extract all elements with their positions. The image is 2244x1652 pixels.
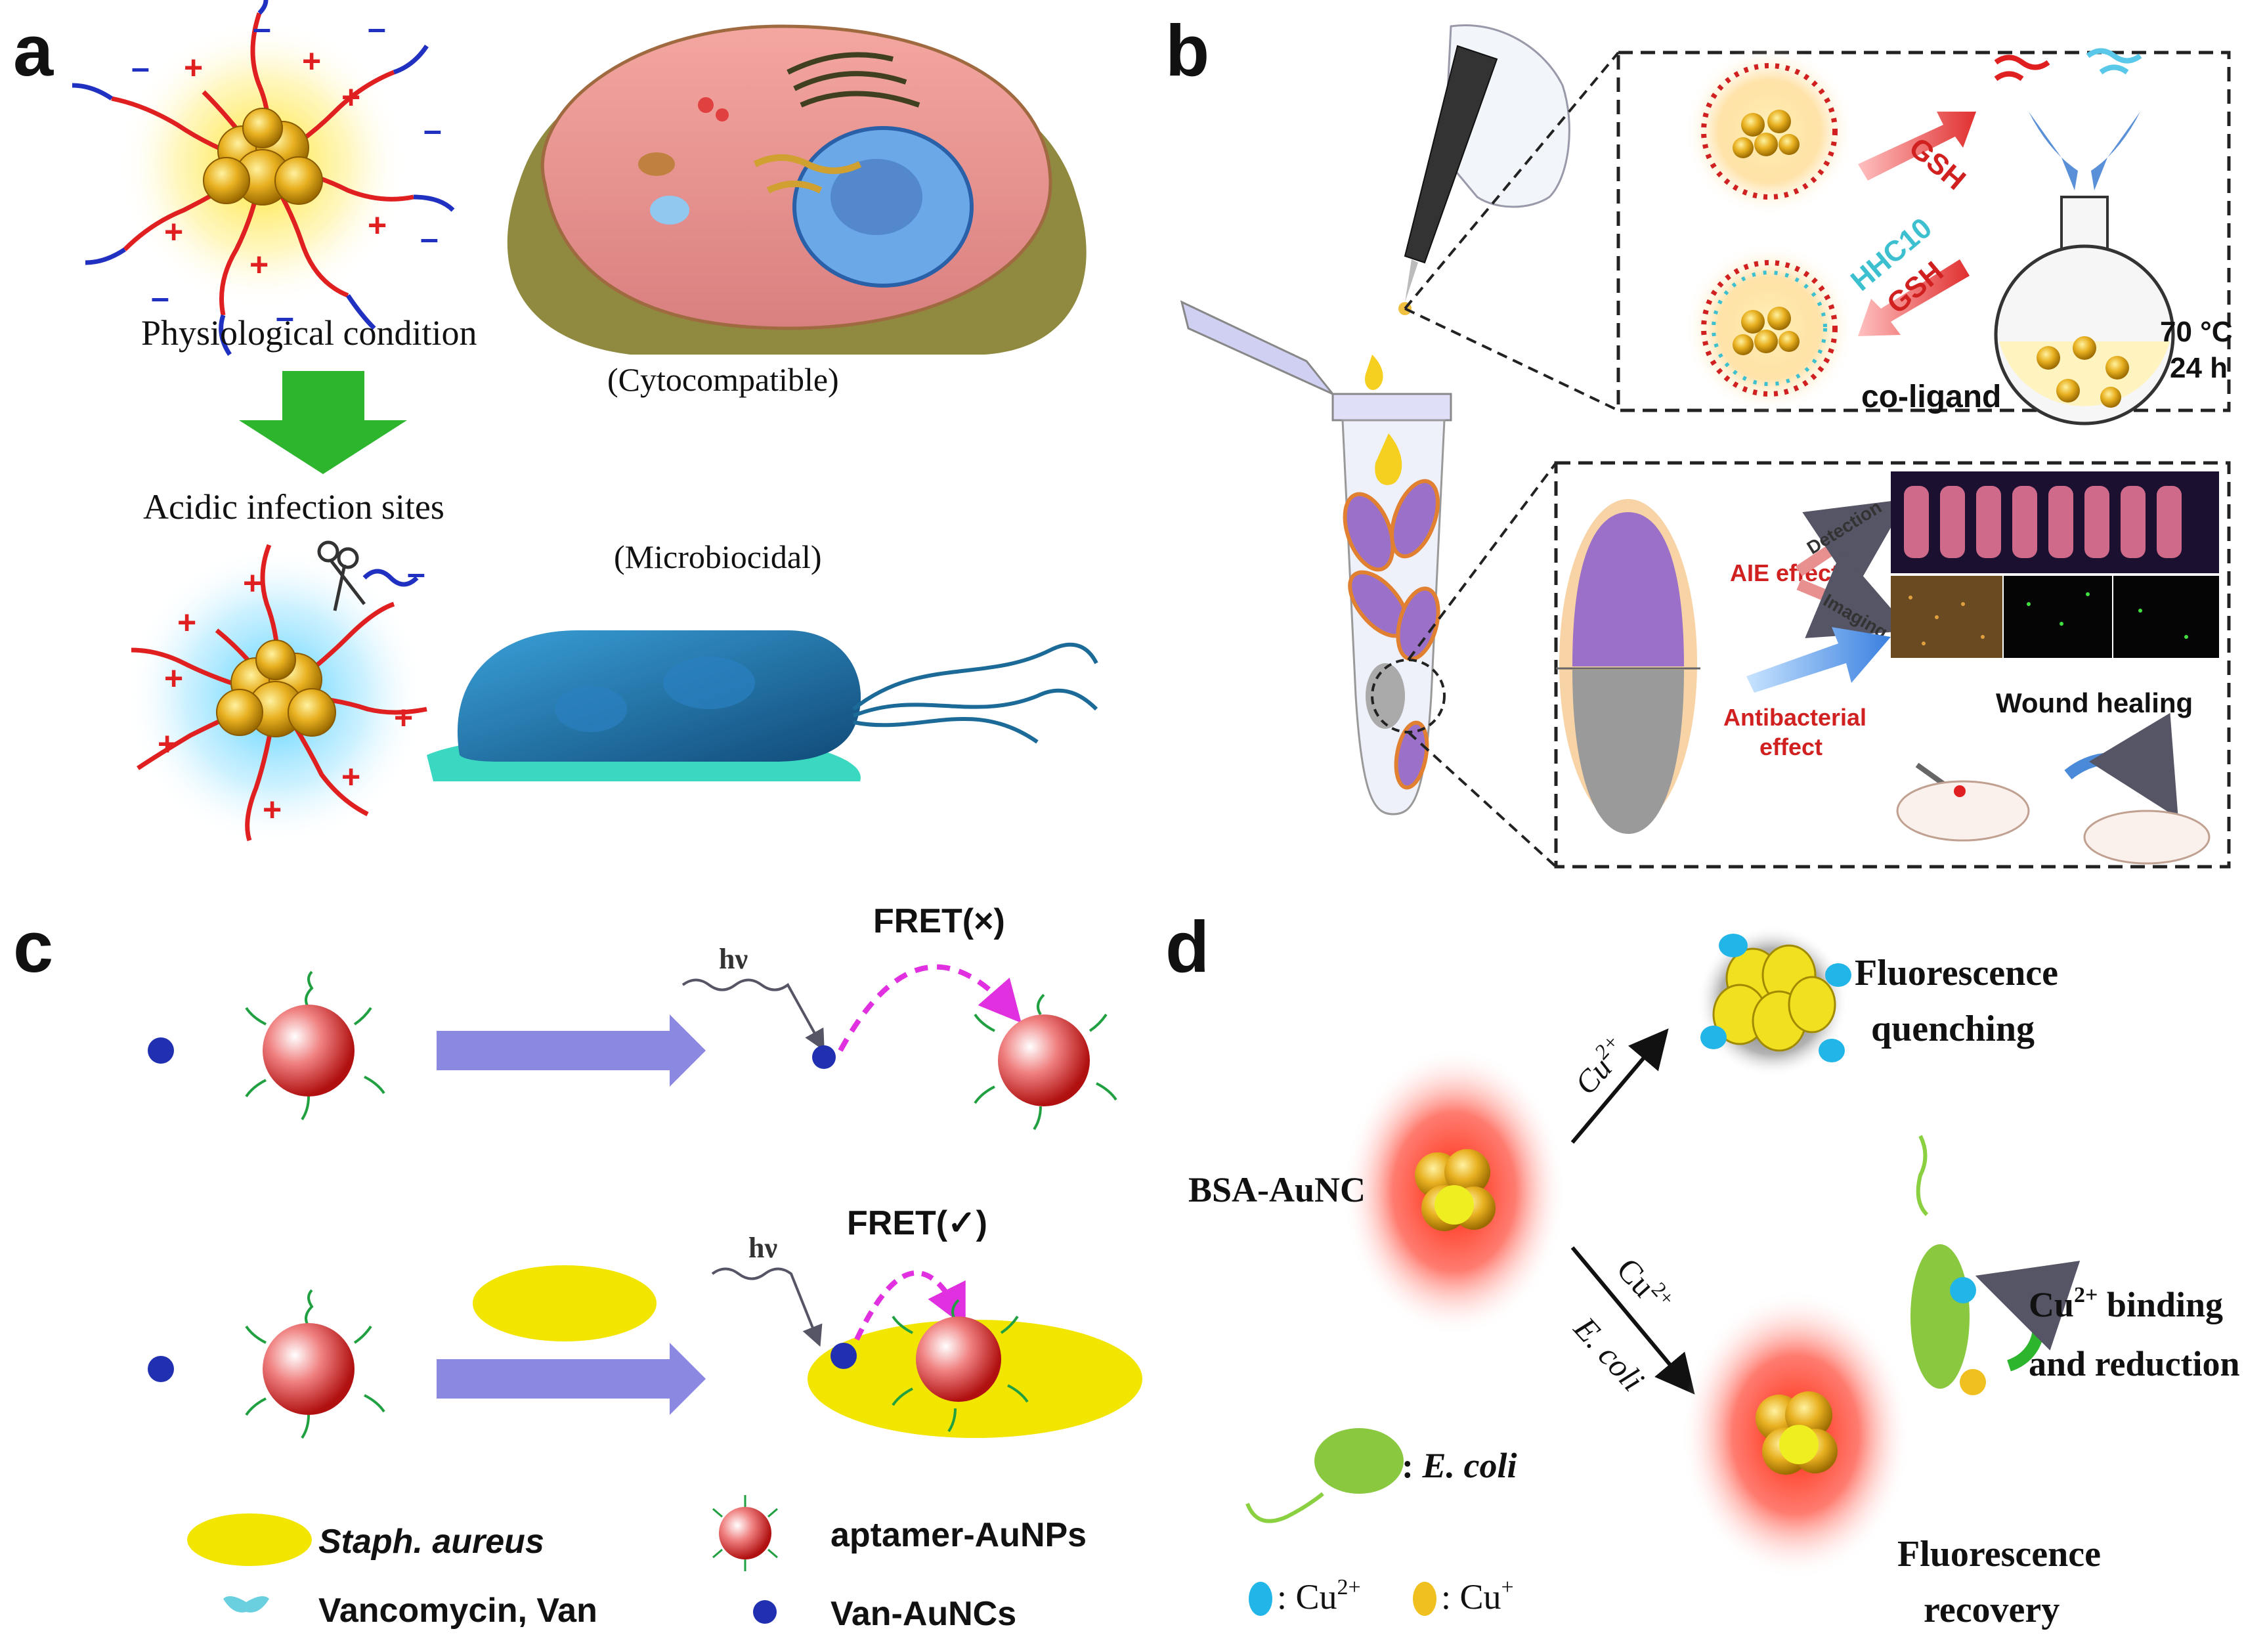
legend-van-auncs: Van-AuNCs [831, 1595, 1016, 1633]
eppendorf-tube-illustration [1180, 300, 1452, 815]
svg-text:+: + [249, 246, 269, 283]
svg-text:–: – [368, 10, 386, 47]
svg-text:+: + [158, 726, 177, 762]
svg-text:+: + [243, 565, 262, 601]
svg-text:+: + [164, 660, 183, 697]
reaction-flask-illustration [1994, 48, 2175, 425]
label-fluorescence-recovery-1: Fluorescence [1897, 1534, 2101, 1575]
svg-text:–: – [407, 555, 425, 592]
arrow-cu-ecoli [1570, 1246, 1695, 1395]
label-cytocompatible: (Cytocompatible) [607, 361, 839, 398]
label-bsa-aunc: BSA-AuNC [1188, 1170, 1366, 1209]
mammalian-cell-illustration [507, 24, 1087, 355]
svg-text:+: + [263, 791, 282, 828]
aptamer-aunp-row1-after [974, 993, 1117, 1131]
label-time: 24 h [2170, 352, 2228, 384]
legend-ecoli: : E. coli [1402, 1446, 1517, 1485]
svg-text:+: + [184, 49, 203, 86]
label-wound-healing: Wound healing [1996, 687, 2193, 718]
ecoli-binding-illustration [1910, 1135, 2081, 1395]
svg-text:+: + [177, 604, 196, 641]
label-fluorescence-quenching-1: Fluorescence [1855, 953, 2058, 993]
svg-text:–: – [253, 10, 271, 47]
svg-text:–: – [276, 299, 294, 336]
imaging-micrographs [1891, 576, 2219, 658]
bacterium-illustration [427, 630, 1098, 781]
legend-aptamer-aunps: aptamer-AuNPs [831, 1516, 1087, 1554]
label-effect: effect [1759, 733, 1823, 760]
panel-d: d BSA-AuNC Cu2+ Fluorescence [1165, 907, 2240, 1630]
label-fret-no: FRET(×) [873, 902, 1005, 940]
arrow-cu-quench [1570, 1028, 1669, 1144]
label-microbiocidal: (Microbiocidal) [614, 538, 822, 575]
svg-text:+: + [164, 213, 183, 250]
panel-label-d: d [1165, 907, 1209, 988]
svg-text:+: + [341, 79, 360, 116]
nanocluster-acidic: + + + + + + + – [125, 540, 427, 847]
synthesis-inset-box [1616, 51, 2231, 412]
label-cu-binding: Cu2+ binding [2029, 1283, 2223, 1324]
aunc-red-ligand [1684, 46, 1855, 217]
arrow-antibacterial [1746, 627, 1891, 693]
bacterium-aie-illustration [1556, 499, 1700, 834]
label-hv-row2: hν [748, 1232, 777, 1264]
detection-tubes-photo [1891, 471, 2219, 573]
label-aie-effect: AIE effect [1730, 559, 1839, 586]
label-antibacterial: Antibacterial [1723, 704, 1866, 731]
van-aunc-particle [148, 1037, 174, 1064]
label-fluorescence-recovery-2: recovery [1924, 1590, 2060, 1630]
aptamer-aunp-row1 [245, 970, 385, 1121]
svg-text:–: – [131, 49, 150, 86]
label-ecoli-arrow: E. coli [1566, 1309, 1652, 1398]
svg-text:–: – [151, 279, 169, 316]
staph-aureus-cell [473, 1265, 657, 1341]
legend-cu1: : Cu+ [1441, 1575, 1514, 1617]
mouse-wound-illustration [1896, 712, 2211, 865]
panel-c-legend: Staph. aureus Vancomycin, Van aptamer-Au… [187, 1495, 1087, 1633]
aptamer-aunp-row2-after [892, 1299, 1029, 1433]
legend-vancomycin: Vancomycin, Van [318, 1592, 597, 1630]
svg-text:+: + [341, 758, 360, 795]
panel-c: c hν FRET(×) [13, 902, 1142, 1633]
label-hv-row1: hν [719, 943, 748, 975]
recovered-aunc-glow [1681, 1290, 1910, 1579]
svg-text:–: – [420, 220, 439, 257]
label-and-reduction: and reduction [2029, 1344, 2240, 1383]
panel-label-a: a [13, 11, 54, 91]
arrow-c-row1 [437, 1014, 706, 1087]
bsa-aunc-glow [1343, 1047, 1566, 1336]
pipette-hand-illustration [1398, 24, 1570, 315]
label-co-ligand: co-ligand [1861, 380, 2001, 414]
svg-text:+: + [394, 699, 413, 736]
legend-staph-aureus: Staph. aureus [318, 1523, 544, 1561]
label-temperature: 70 °C [2160, 316, 2233, 348]
aunc-coligand [1684, 243, 1855, 414]
svg-text:–: – [423, 112, 442, 148]
svg-text:+: + [302, 43, 321, 79]
panel-label-c: c [13, 907, 53, 988]
label-acidic-infection-sites: Acidic infection sites [143, 487, 444, 527]
arrow-c-row2 [437, 1343, 706, 1415]
label-cu-top: Cu2+ [1565, 1030, 1635, 1102]
label-cu-bottom: Cu2+ [1610, 1249, 1679, 1320]
quenched-aunc [1697, 926, 1851, 1077]
green-down-arrow [239, 371, 407, 474]
label-fluorescence-quenching-2: quenching [1871, 1009, 2035, 1049]
arrow-gsh-bottom [1858, 259, 1970, 336]
label-physiological-condition: Physiological condition [141, 313, 477, 353]
legend-cu2: : Cu2+ [1277, 1575, 1361, 1617]
panel-d-legend: : E. coli : Cu2+ : Cu+ [1245, 1428, 1517, 1617]
panel-b: b [1165, 11, 2233, 869]
application-inset-box [1554, 461, 2231, 869]
van-aunc-particle-row2 [148, 1356, 174, 1382]
arrow-gsh-top [1858, 112, 1976, 181]
aptamer-aunp-row2 [245, 1289, 385, 1439]
panel-a: a [13, 0, 1098, 847]
panel-label-b: b [1165, 11, 1209, 91]
label-fret-yes: FRET(✓) [847, 1204, 987, 1242]
nanocluster-physiological: + + + + + + – – – – – – – [72, 0, 455, 356]
svg-text:+: + [368, 207, 387, 244]
